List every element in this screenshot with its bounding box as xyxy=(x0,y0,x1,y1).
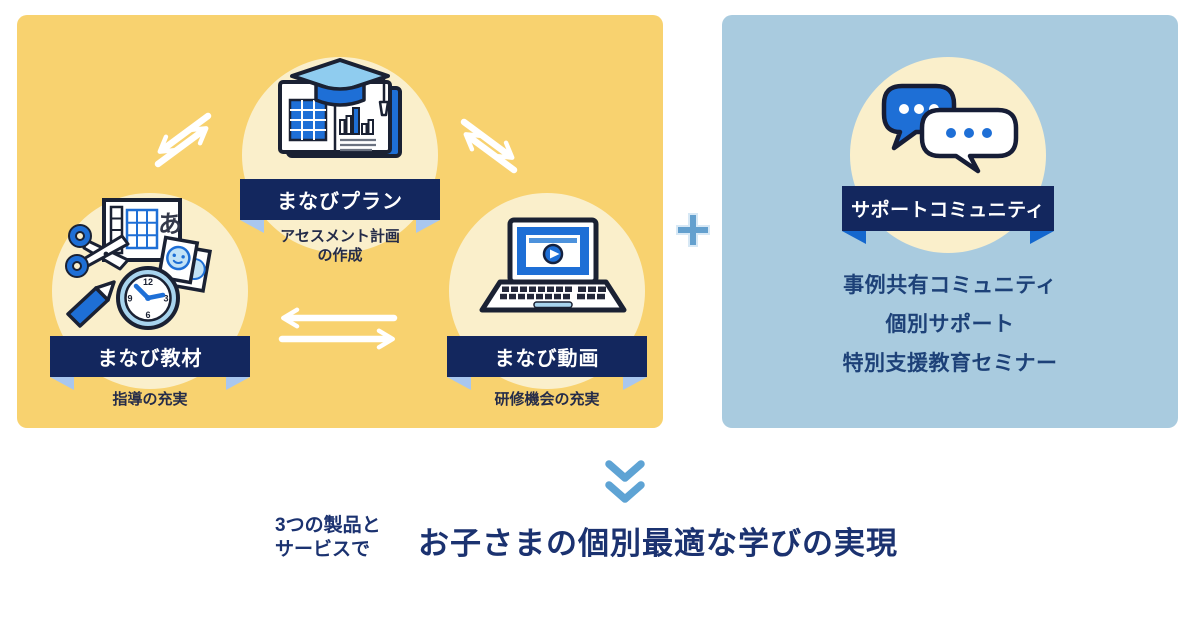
materials-ribbon-label: まなび教材 xyxy=(97,348,203,370)
video-caption: 研修機会の充実 xyxy=(494,391,600,408)
svg-text:6: 6 xyxy=(145,310,150,320)
chat-bubbles-icon xyxy=(881,83,1019,174)
video-ribbon: まなび動画 xyxy=(447,336,647,390)
book-graduation-cap-icon xyxy=(278,58,402,158)
svg-text:12: 12 xyxy=(143,277,153,287)
community-item: 事例共有コミュニティ xyxy=(843,274,1057,297)
plan-caption: アセスメント計画 の作成 xyxy=(280,228,400,264)
swap-arrows-left-icon xyxy=(154,112,212,168)
community-service-list: 事例共有コミュニティ 個別サポート 特別支援教育セミナー xyxy=(722,266,1178,383)
double-chevron-down-icon xyxy=(605,460,645,503)
community-ribbon: サポートコミュニティ xyxy=(842,186,1054,244)
footer-headline: お子さまの個別最適な学びの実現 xyxy=(418,526,898,561)
teaching-materials-icon: あ 12 3 6 9 xyxy=(65,198,213,330)
laptop-video-icon xyxy=(479,217,627,313)
left-right-arrows-icon xyxy=(278,307,398,350)
plan-ribbon-label: まなびプラン xyxy=(277,191,403,213)
swap-arrows-right-icon xyxy=(460,118,518,174)
community-ribbon-label: サポートコミュニティ xyxy=(851,200,1045,221)
video-ribbon-label: まなび動画 xyxy=(494,348,600,370)
svg-text:あ: あ xyxy=(158,211,182,238)
footer-lead-text: 3つの製品と サービスで xyxy=(275,515,381,560)
materials-caption: 指導の充実 xyxy=(112,391,188,408)
materials-ribbon: まなび教材 xyxy=(50,336,250,390)
community-item: 特別支援教育セミナー xyxy=(842,352,1058,375)
community-item: 個別サポート xyxy=(885,313,1015,336)
plan-ribbon: まなびプラン xyxy=(240,179,440,233)
svg-text:3: 3 xyxy=(163,294,168,304)
plus-icon xyxy=(676,213,710,247)
svg-text:9: 9 xyxy=(127,294,132,304)
